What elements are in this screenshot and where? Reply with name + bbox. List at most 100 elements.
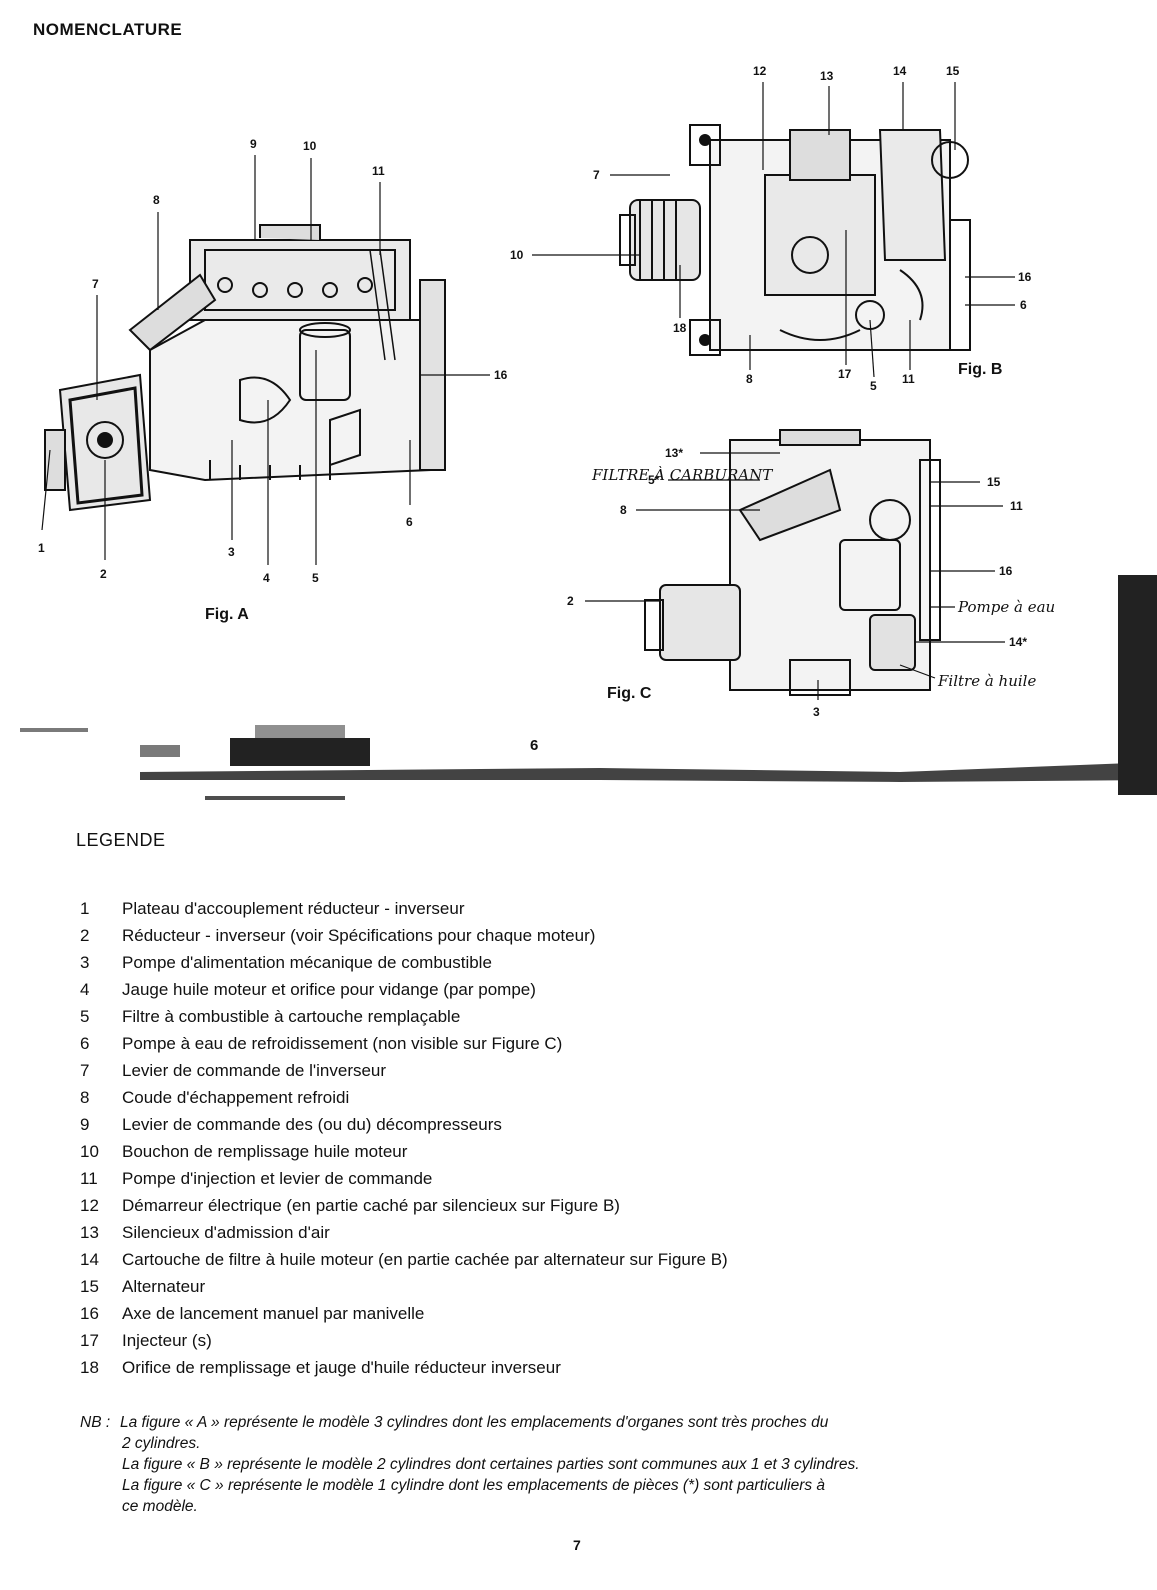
callout-a-6: 6 <box>406 515 413 529</box>
nb-line: La figure « C » représente le modèle 1 c… <box>122 1477 826 1494</box>
scan-artifact-number: 6 <box>530 737 539 754</box>
nb-prefix: NB : <box>80 1414 111 1431</box>
figure-a-drawing <box>44 224 446 512</box>
legend-item-text: Plateau d'accouplement réducteur - inver… <box>122 899 465 918</box>
callout-b-12: 12 <box>753 64 767 78</box>
legend-item-number: 5 <box>80 1007 90 1026</box>
callout-c-2: 2 <box>567 594 574 608</box>
callout-a-3: 3 <box>228 545 235 559</box>
legend-item-number: 6 <box>80 1034 90 1053</box>
figure-c-callouts: 13* 5* 8 15 11 16 2 14* 3 FILTRE À CARBU… <box>567 446 1055 719</box>
callout-b-13: 13 <box>820 69 834 83</box>
legend-item: 10 Bouchon de remplissage huile moteur <box>80 1138 728 1165</box>
callout-c-16: 16 <box>999 564 1013 578</box>
engine-illustrations: 1 2 3 4 5 6 7 8 9 10 11 16 Fig. A <box>20 64 1157 800</box>
callout-b-10: 10 <box>510 248 524 262</box>
callout-b-8: 8 <box>746 372 753 386</box>
legend-item-text: Bouchon de remplissage huile moteur <box>122 1142 408 1161</box>
nb-line: La figure « B » représente le modèle 2 c… <box>122 1456 860 1473</box>
legend-item-text: Jauge huile moteur et orifice pour vidan… <box>122 980 536 999</box>
page-number: 7 <box>573 1537 581 1553</box>
callout-a-2: 2 <box>100 567 107 581</box>
legend-item-number: 9 <box>80 1115 90 1134</box>
figure-a-label: Fig. A <box>205 606 249 623</box>
legend-item-number: 10 <box>80 1142 99 1161</box>
legend-item: 17 Injecteur (s) <box>80 1327 728 1354</box>
legend-item-number: 2 <box>80 926 90 945</box>
legend-item-number: 15 <box>80 1277 99 1296</box>
callout-b-7: 7 <box>593 168 600 182</box>
legend-item: 11 Pompe d'injection et levier de command… <box>80 1165 728 1192</box>
legend-item-number: 4 <box>80 980 90 999</box>
handwritten-filtre-huile: Filtre à huile <box>937 672 1036 690</box>
callout-a-16: 16 <box>494 368 508 382</box>
legend-item-text: Réducteur - inverseur (voir Spécificatio… <box>122 926 596 945</box>
legend-item-number: 16 <box>80 1304 99 1323</box>
legend-item-text: Injecteur (s) <box>122 1331 212 1350</box>
callout-b-15: 15 <box>946 64 960 78</box>
callout-a-10: 10 <box>303 139 317 153</box>
nb-note: NB : La figure « A » représente le modèle… <box>80 1412 1080 1517</box>
nb-line: ce modèle. <box>122 1498 198 1515</box>
callout-c-5-star: 5* <box>648 473 660 487</box>
figure-c-drawing <box>644 429 941 696</box>
nb-text: La figure « A » représente le modèle 3 c… <box>120 1414 829 1431</box>
callout-c-15: 15 <box>987 475 1001 489</box>
legend-item-number: 17 <box>80 1331 99 1350</box>
callout-b-14: 14 <box>893 64 907 78</box>
legend-item-text: Silencieux d'admission d'air <box>122 1223 330 1242</box>
legend-item: 9 Levier de commande des (ou du) décompre… <box>80 1111 728 1138</box>
legend-item-text: Levier de commande des (ou du) décompres… <box>122 1115 502 1134</box>
scan-artifacts <box>20 575 1157 800</box>
callout-b-5: 5 <box>870 379 877 393</box>
legend-item: 13 Silencieux d'admission d'air <box>80 1219 728 1246</box>
figure-c-leaders <box>585 452 1005 700</box>
legend-item-text: Pompe d'injection et levier de commande <box>122 1169 433 1188</box>
callout-b-6: 6 <box>1020 298 1027 312</box>
figure-b-label: Fig. B <box>958 361 1002 378</box>
legend-item-text: Démarreur électrique (en partie caché pa… <box>122 1196 620 1215</box>
callout-b-16: 16 <box>1018 270 1032 284</box>
figure-a-callouts: 1 2 3 4 5 6 7 8 9 10 11 16 Fig. A <box>38 137 508 623</box>
callout-c-8: 8 <box>620 503 627 517</box>
callout-c-14-star: 14* <box>1009 635 1027 649</box>
legend-item-number: 7 <box>80 1061 90 1080</box>
legend-item: 1 Plateau d'accouplement réducteur - inve… <box>80 895 728 922</box>
callout-a-5: 5 <box>312 571 319 585</box>
nb-line: 2 cylindres. <box>122 1435 201 1452</box>
legend-item: 6 Pompe à eau de refroidissement (non vis… <box>80 1030 728 1057</box>
legend-item-text: Orifice de remplissage et jauge d'huile … <box>122 1358 561 1377</box>
legend-item-text: Cartouche de filtre à huile moteur (en p… <box>122 1250 728 1269</box>
legend-item: 4 Jauge huile moteur et orifice pour vida… <box>80 976 728 1003</box>
callout-a-8: 8 <box>153 193 160 207</box>
handwritten-pompe-eau: Pompe à eau <box>957 598 1055 616</box>
legend-item-number: 12 <box>80 1196 99 1215</box>
callout-b-18: 18 <box>673 321 687 335</box>
figure-b-leaders <box>532 82 1015 378</box>
legend-item: 15 Alternateur <box>80 1273 728 1300</box>
legend-item-number: 13 <box>80 1223 99 1242</box>
legend-item-text: Coude d'échappement refroidi <box>122 1088 350 1107</box>
nb-line: NB : La figure « A » représente le modèle… <box>80 1412 1080 1433</box>
legend-item-text: Alternateur <box>122 1277 206 1296</box>
legend-item: 12 Démarreur électrique (en partie caché … <box>80 1192 728 1219</box>
legend-item-number: 1 <box>80 899 90 918</box>
callout-c-3: 3 <box>813 705 820 719</box>
callout-b-11: 11 <box>902 372 915 386</box>
callout-a-9: 9 <box>250 137 257 151</box>
legend-heading: LEGENDE <box>76 830 166 850</box>
callout-c-13-star: 13* <box>665 446 683 460</box>
legend-item-number: 11 <box>80 1169 98 1188</box>
legend-item-text: Pompe à eau de refroidissement (non visi… <box>122 1034 563 1053</box>
callout-a-4: 4 <box>263 571 270 585</box>
figure-b-drawing <box>619 124 971 356</box>
callout-c-11: 11 <box>1010 499 1023 513</box>
callout-a-1: 1 <box>38 541 45 555</box>
legend-item-number: 14 <box>80 1250 99 1269</box>
page-title: NOMENCLATURE <box>33 20 183 39</box>
